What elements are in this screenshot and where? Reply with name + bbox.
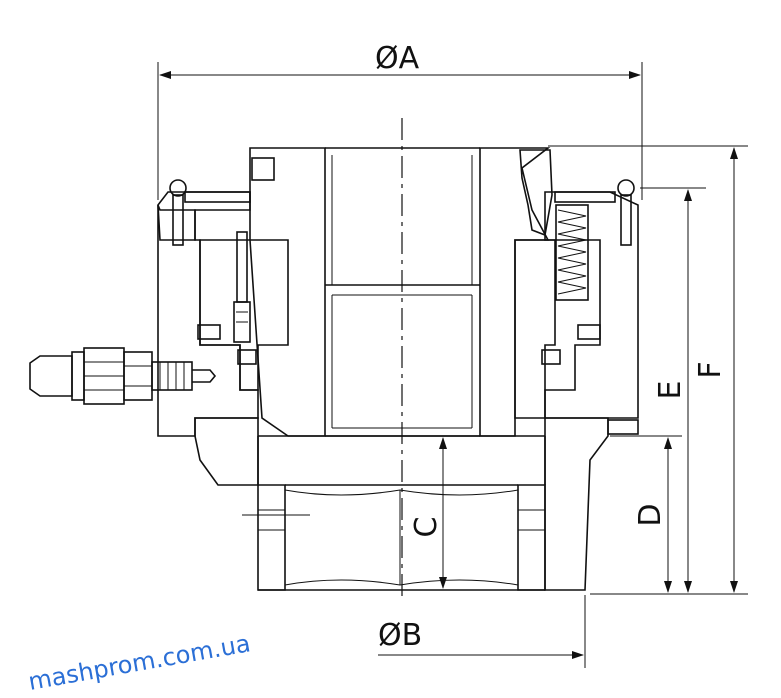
return-spring bbox=[555, 204, 589, 301]
wiper-seal bbox=[519, 149, 553, 237]
label-diam-a: ØA bbox=[375, 41, 420, 76]
cover-plate-right bbox=[554, 179, 635, 246]
housing-right bbox=[544, 191, 639, 419]
seal-left-lower bbox=[237, 349, 257, 365]
dimension-e bbox=[640, 187, 706, 593]
label-dim-c: C bbox=[409, 517, 444, 538]
dimension-b bbox=[378, 595, 586, 668]
label-diam-b: ØB bbox=[378, 618, 422, 653]
dimension-f bbox=[548, 145, 748, 593]
dimension-d bbox=[590, 435, 748, 595]
lock-pin bbox=[233, 231, 251, 343]
label-dim-e: E bbox=[653, 381, 688, 400]
hydraulic-coupler bbox=[29, 347, 217, 405]
label-dim-f: F bbox=[693, 361, 728, 378]
dimension-a bbox=[157, 62, 643, 200]
center-piston bbox=[249, 147, 551, 437]
label-dim-d: D bbox=[633, 503, 668, 526]
watermark-text: mashprom.com.ua bbox=[26, 629, 252, 696]
lower-socket bbox=[194, 417, 639, 591]
seal-left-upper bbox=[197, 324, 221, 340]
seal-right-upper bbox=[577, 324, 601, 340]
inner-ring-right bbox=[514, 239, 556, 419]
seal-right-lower bbox=[541, 349, 561, 365]
inner-ring-left bbox=[199, 239, 289, 391]
cover-plate-left bbox=[169, 179, 251, 246]
